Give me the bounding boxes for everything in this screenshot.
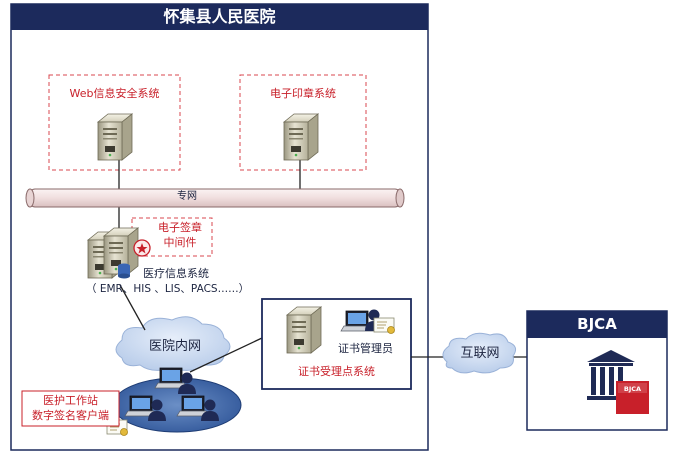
hospital-title: 怀集县人民医院 <box>163 7 276 26</box>
his-server-cluster-icon <box>87 227 139 279</box>
workstation-label-box <box>21 390 120 427</box>
private-network-pipe <box>25 188 405 208</box>
ca-point-label: 证书受理点系统 <box>298 365 375 378</box>
ca-server-icon <box>286 306 322 354</box>
private-network-label: 专网 <box>177 191 197 202</box>
middleware-label-line2: 中间件 <box>163 236 197 249</box>
ca-point-box <box>261 298 412 390</box>
bjca-title: BJCA <box>577 315 617 333</box>
red-seal-icon <box>133 239 151 257</box>
hospital-header <box>11 4 428 30</box>
web-security-server-icon <box>97 113 133 161</box>
bjca-header <box>527 311 667 338</box>
middleware-label-line1: 电子签章 <box>158 221 202 234</box>
intranet-label: 医院内网 <box>148 339 201 354</box>
web-security-label: Web信息安全系统 <box>69 87 160 100</box>
web-security-box <box>48 74 181 171</box>
e-seal-box <box>239 74 367 171</box>
his-systems-label: （ EMR、HIS 、LIS、PACS……） <box>86 283 250 295</box>
ca-admin-label: 证书管理员 <box>338 342 393 355</box>
internet-label: 互联网 <box>460 346 500 361</box>
bjca-logo-text: BJCA <box>623 385 642 393</box>
workstation-label-line1: 医护工作站 <box>43 394 98 407</box>
workstation-label-line2: 数字签名客户端 <box>32 409 109 422</box>
his-label: 医疗信息系统 <box>143 267 209 280</box>
e-seal-label: 电子印章系统 <box>270 87 336 100</box>
bjca-logo-icon <box>587 350 649 414</box>
internet-cloud <box>442 332 517 374</box>
ca-certificate-icon <box>373 317 395 334</box>
e-seal-server-icon <box>283 113 319 161</box>
